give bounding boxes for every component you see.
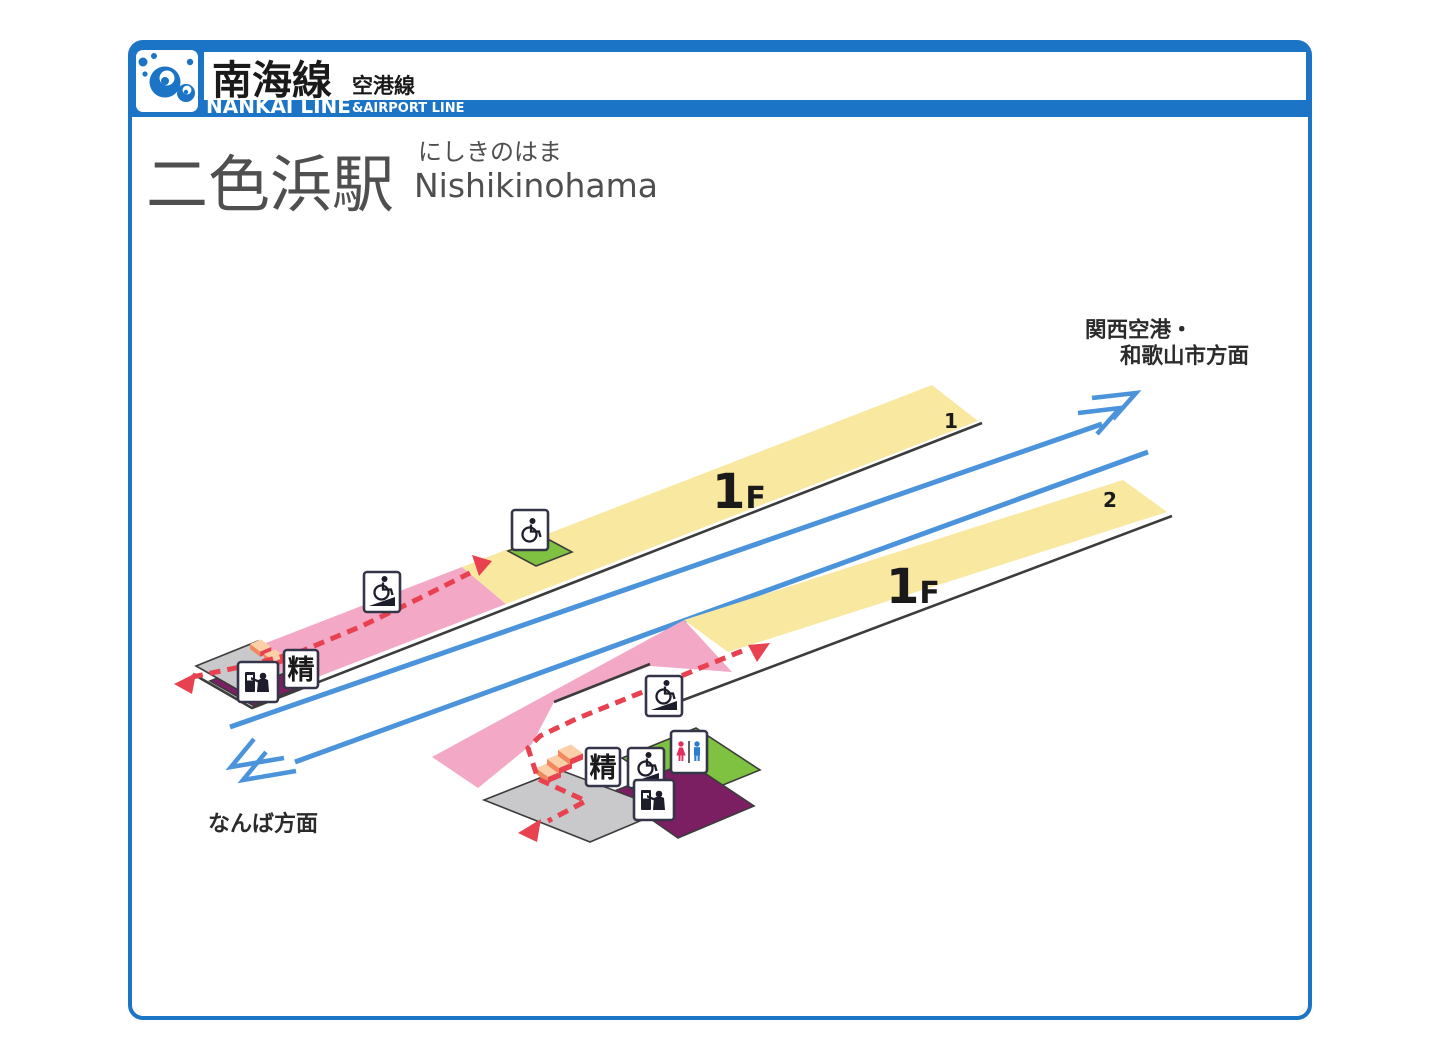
line-sub-jp: 空港線 [352, 74, 415, 98]
station-diagram: 精 精 1F 1F 1 2 [174, 317, 1249, 843]
ramp-platform2 [432, 620, 732, 788]
accessible-route-upper [191, 570, 472, 680]
wheelchair-ramp-icon [644, 674, 684, 718]
toilet-icon [669, 729, 709, 775]
station-title-block: 二色浜駅 にしきのはま Nishikinohama [146, 138, 658, 221]
line-name-en: NANKAI LINE [206, 94, 351, 118]
track2-direction-arrow-icon [225, 737, 285, 771]
fare-adjustment-label: 精 [590, 753, 617, 784]
line-sub-en: &AIRPORT LINE [352, 101, 465, 116]
header: 南海線 空港線 NANKAI LINE &AIRPORT LINE [130, 42, 1310, 118]
accessible-route-lower [525, 648, 743, 824]
platform1-edge-line [192, 421, 983, 710]
route-arrow-platform2-icon [748, 643, 770, 662]
platform1-number: 1 [944, 409, 958, 433]
platform2-edge-line [661, 514, 1173, 710]
fare-adjustment-label: 精 [288, 655, 315, 686]
line-name-jp: 南海線 [212, 58, 332, 104]
platform1 [462, 385, 978, 604]
station-name-kana: にしきのはま [418, 138, 562, 166]
wheelchair-ramp-icon [362, 570, 402, 614]
fare-adjustment-machine-icon: 精 [584, 746, 622, 788]
platform2 [684, 480, 1167, 652]
ticket-machine-icon [236, 660, 280, 704]
page-background [130, 42, 1310, 1018]
track2-line [294, 449, 1149, 765]
page-border [128, 40, 1312, 1020]
direction-down-label: なんば方面 [208, 811, 318, 837]
direction-up-line1: 関西空港・ [1085, 317, 1193, 343]
track1-line [229, 421, 1103, 730]
platform2-floor-label: 1F [886, 559, 940, 615]
station-name-en: Nishikinohama [414, 166, 658, 205]
direction-up-line2: 和歌山市方面 [1120, 343, 1249, 369]
platform2-number: 2 [1103, 488, 1117, 512]
ticket-machine-icon [632, 778, 676, 822]
station-name-jp: 二色浜駅 [146, 148, 394, 221]
platform1-floor-label: 1F [712, 464, 766, 520]
nankai-wave-logo-icon [136, 50, 198, 112]
header-white-band [204, 52, 1306, 100]
route-arrow-platform1-icon [472, 555, 492, 576]
ramp2-edge-line [553, 662, 651, 704]
route-arrow-exit-upper-icon [174, 673, 196, 694]
wheelchair-icon [510, 508, 550, 552]
track1-direction-arrow-icon [1091, 390, 1142, 421]
route-arrow-exit-lower-icon [518, 819, 541, 842]
fare-adjustment-machine-icon: 精 [282, 648, 320, 690]
